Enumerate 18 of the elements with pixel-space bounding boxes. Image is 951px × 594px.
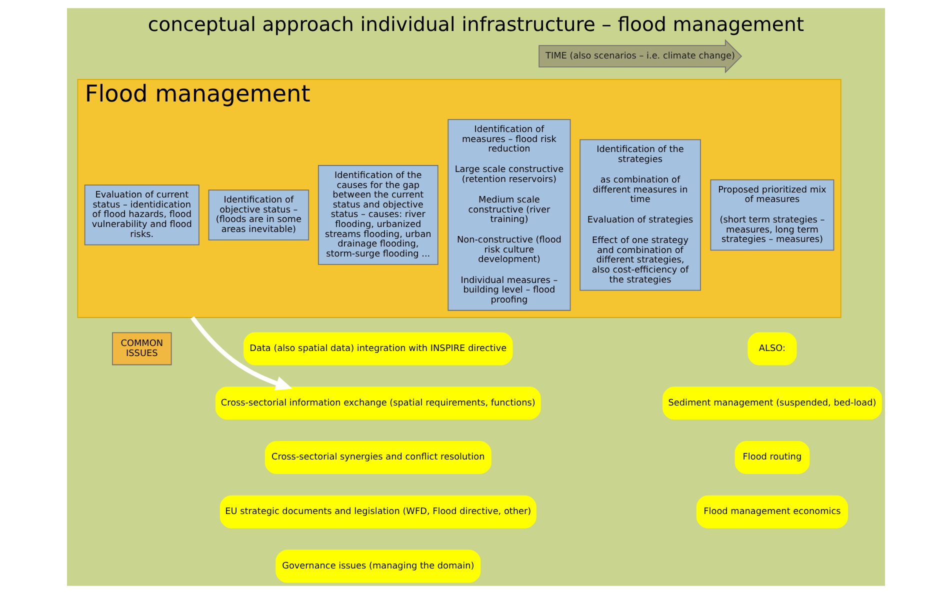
node-box: ALSO: <box>747 332 796 366</box>
node-box: Flood routing <box>734 440 810 474</box>
node-box: Cross-sectorial synergies and conflict resolution <box>264 440 491 474</box>
node-box: Identification of the causes for the gap between the current status and objective status – causes: river flooding, urbanized streams flooding, urban drainage flooding, storm-surge flooding ... <box>317 165 438 265</box>
node-box: Identification of measures – flood risk reduction Large scale constructive (retention reservoirs) Medium scale constructive (river training) Non-constructive (flood risk culture development) Individual measures – building level – flood proofing <box>447 119 570 311</box>
node-box: Evaluation of current status – identidication of flood hazards, flood vulnerability and flood risks. <box>84 184 199 246</box>
node-box: Identification of the strategies as combination of different measures in time Evaluation of strategies Effect of one strategy and combination of different strategies, also cost-efficiency of the strategies <box>579 139 700 291</box>
node-box: EU strategic documents and legislation (WFD, Flood directive, other) <box>219 495 536 528</box>
node-box: Cross-sectorial information exchange (spatial requirements, functions) <box>214 386 540 420</box>
arrow <box>190 316 292 390</box>
node-box: Proposed prioritized mix of measures (short term strategies – measures, long term strategies – measures) <box>710 179 834 251</box>
node-box: Sediment management (suspended, bed-load) <box>662 386 882 420</box>
node-box: COMMON ISSUES <box>112 332 172 366</box>
node-box: Data (also spatial data) integration with INSPIRE directive <box>243 332 512 366</box>
node-box: Identification of objective status – (floods are in some areas inevitable) <box>208 190 309 240</box>
diagram-title: conceptual approach individual infrastructure – flood management <box>147 12 804 36</box>
node-box: Flood management economics <box>696 495 848 528</box>
node-box: Governance issues (managing the domain) <box>275 550 480 583</box>
